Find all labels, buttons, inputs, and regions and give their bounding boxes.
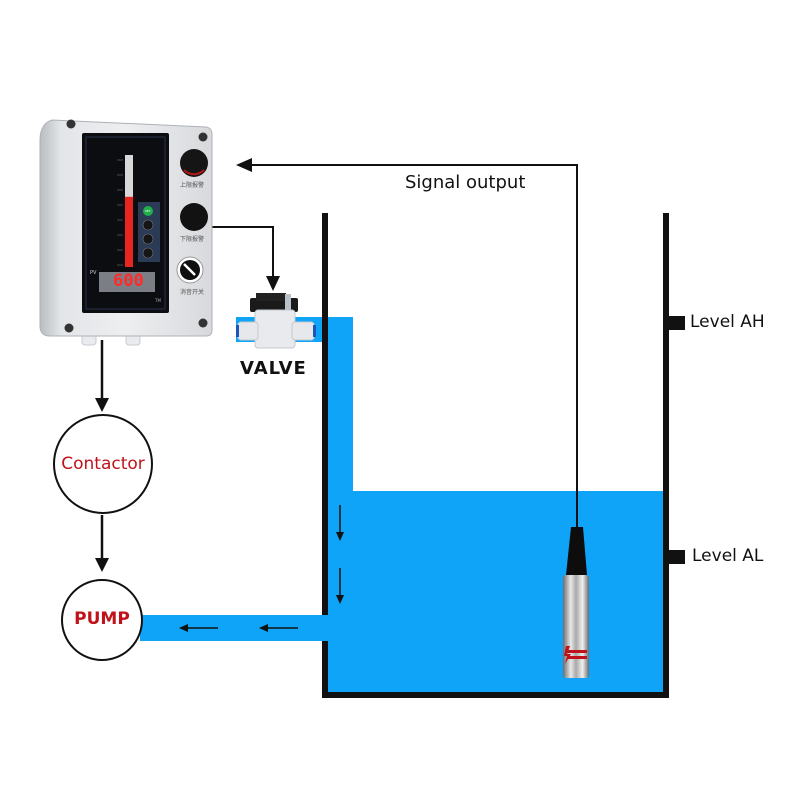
lower-limit-alarm-label: 下限报警: [180, 236, 205, 243]
level-ah-label: Level AH: [690, 312, 765, 332]
set-button-label: SET: [145, 209, 151, 213]
display-pv-label: PV: [90, 270, 97, 276]
signal-output-label: Signal output: [405, 172, 526, 193]
upper-limit-alarm-label: 上限报警: [180, 182, 205, 189]
up-button: [142, 219, 154, 231]
contactor-label: Contactor: [61, 454, 145, 474]
flow-arrow-down-1: [336, 505, 344, 541]
flow-arrow-down-2: [336, 568, 344, 604]
level-al-label: Level AL: [692, 546, 764, 566]
left-button: [142, 247, 154, 259]
tank-water: [328, 491, 664, 692]
level-ah-marker: [669, 316, 685, 330]
pump-control-line: [95, 515, 109, 572]
tank-bottom: [322, 692, 669, 698]
tank-right-wall: [663, 213, 669, 698]
level-al-marker: [669, 550, 685, 564]
flow-arrow-left-2: [259, 624, 298, 632]
valve-control-line: [208, 226, 280, 291]
level-sensor: [563, 527, 589, 678]
valve-label: VALVE: [240, 358, 307, 379]
solenoid-valve: [236, 293, 316, 349]
set-button: [143, 206, 153, 216]
pump-circle: [61, 579, 143, 661]
mute-switch-label: 消音开关: [180, 289, 205, 296]
level-controller: [39, 119, 213, 346]
inlet-channel: [328, 317, 353, 497]
bargraph-fill: [125, 196, 133, 267]
contactor-control-line: [95, 340, 109, 412]
pump-label: PUMP: [74, 609, 130, 629]
signal-output-line: [236, 158, 578, 527]
tank-left-wall: [322, 213, 328, 698]
flow-arrow-left-1: [179, 624, 218, 632]
contactor-circle: [53, 414, 153, 514]
down-button: [142, 233, 154, 245]
lower-limit-alarm-lamp: [180, 203, 208, 231]
display-value: 600: [113, 271, 144, 291]
model-mark: TM: [155, 298, 161, 303]
upper-limit-alarm-lamp: [180, 149, 208, 177]
